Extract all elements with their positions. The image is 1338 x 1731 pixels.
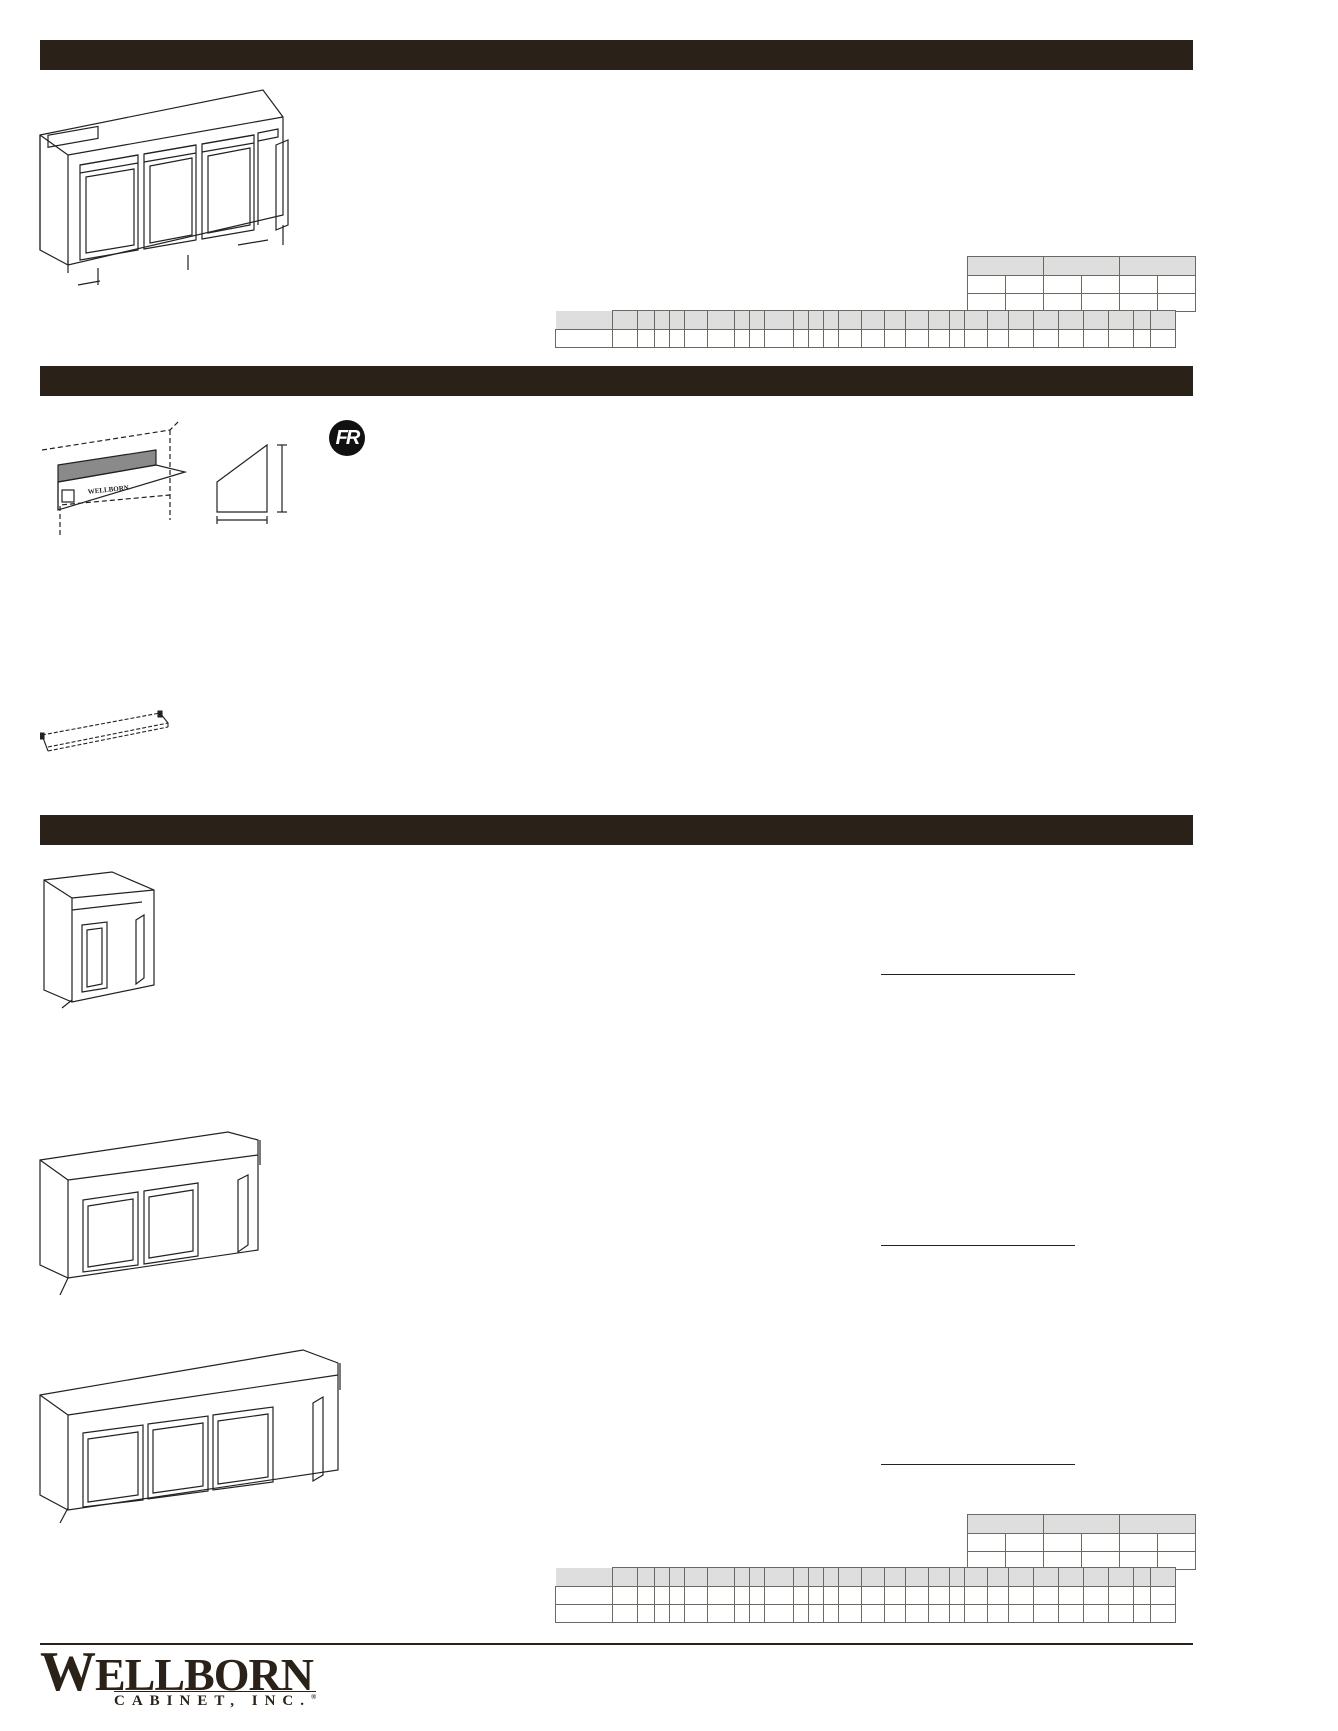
vanity-sink-base-drawing bbox=[39, 89, 289, 286]
tilt-out-tray-drawing: WELLBORN bbox=[41, 419, 188, 535]
tray-insert-drawing bbox=[40, 710, 169, 752]
logo-initial: W bbox=[40, 1641, 96, 1703]
tray-profile-dimension-drawing bbox=[216, 443, 287, 524]
logo-rest: ELLBORN bbox=[95, 1649, 314, 1700]
finish-table-top bbox=[967, 256, 1196, 312]
svg-text:WELLBORN: WELLBORN bbox=[87, 484, 129, 496]
section-header-bar-1 bbox=[40, 40, 1193, 70]
footer-rule bbox=[40, 1643, 1193, 1645]
sink-base-double-drawing bbox=[39, 1131, 261, 1296]
fr-badge-icon: FR bbox=[329, 420, 365, 456]
finish-table-bottom bbox=[967, 1514, 1196, 1570]
logo-wordmark: WELLBORN bbox=[40, 1644, 314, 1700]
sink-base-triple-drawing bbox=[39, 1349, 341, 1524]
section-header-bar-2 bbox=[40, 366, 1193, 396]
registered-mark: ® bbox=[311, 1693, 317, 1701]
sink-base-single-drawing bbox=[43, 871, 155, 1009]
signature-rule-2 bbox=[881, 1245, 1075, 1246]
logo-subtitle: CABINET, INC.® bbox=[114, 1691, 317, 1710]
wellborn-logo: WELLBORN CABINET, INC.® bbox=[40, 1644, 317, 1709]
price-table-bottom bbox=[555, 1567, 1176, 1623]
price-table-top bbox=[555, 310, 1176, 348]
signature-rule-3 bbox=[881, 1464, 1075, 1465]
section-header-bar-3 bbox=[40, 815, 1193, 845]
signature-rule-1 bbox=[881, 974, 1075, 975]
logo-subtitle-text: CABINET, INC. bbox=[114, 1693, 311, 1709]
